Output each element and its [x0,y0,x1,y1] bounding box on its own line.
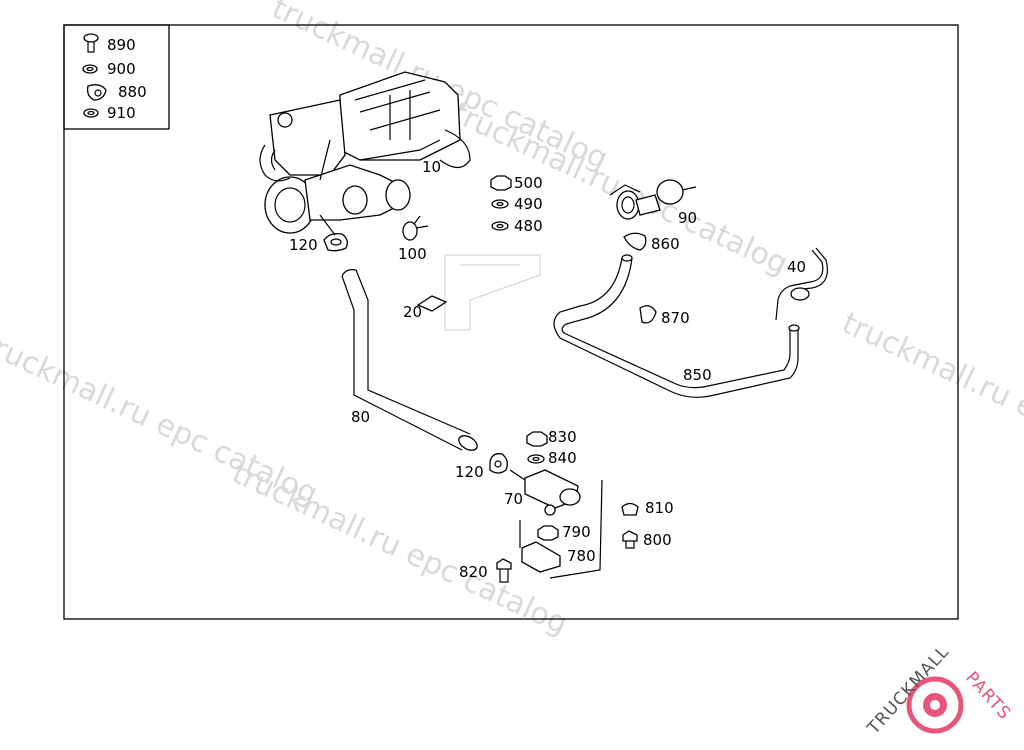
part-label-90: 90 [678,209,697,227]
screw-icon [83,33,99,53]
dosing-pump-icon [509,469,581,516]
part-label-480: 480 [514,217,543,235]
rubber-mount-icon [621,502,639,516]
valve-icon [402,215,429,241]
watermark-text: truckmall.ru epc catalog [837,306,1024,492]
pipe-40-icon [775,247,828,321]
spring-washer-icon [491,199,509,209]
logo-text-accent: PARTS [961,668,1014,724]
nut-icon [526,431,548,447]
part-label-40: 40 [787,258,806,276]
hose-850-icon [553,254,800,398]
part-label-70: 70 [504,490,523,508]
ring-icon [83,108,99,118]
washer-icon [82,64,98,74]
diagram-frame [63,24,959,620]
part-label-860: 860 [651,235,680,253]
part-label-80: 80 [351,408,370,426]
bolt-icon [496,558,512,583]
watermark-layer: truckmall.ru epc catalog truckmall.ru ep… [0,0,1024,642]
part-label-800: 800 [643,531,672,549]
washer-icon [527,454,545,464]
truckmall-logo: TRUCKMALL PARTS [863,642,1014,739]
logo-text-dark: TRUCKMALL [863,642,953,739]
clip-icon [639,305,657,324]
watermark-text: truckmall.ru epc catalog [227,456,573,642]
hose-clamp-icon [623,232,647,251]
heater-assembly [259,71,471,234]
bolt-icon [622,530,638,549]
part-label-120: 120 [289,236,318,254]
part-label-850: 850 [683,366,712,384]
part-label-780: 780 [567,547,596,565]
part-label-10: 10 [422,158,441,176]
gasket-icon [416,295,448,312]
nut-icon [490,175,512,191]
clip-icon [86,84,107,101]
legend-label: 910 [107,104,136,122]
ghost-bracket [444,254,541,331]
legend-box: 890 900 880 910 [63,24,170,130]
part-label-830: 830 [548,428,577,446]
part-label-810: 810 [645,499,674,517]
washer-icon [491,221,509,231]
part-label-20: 20 [403,303,422,321]
part-label-870: 870 [661,309,690,327]
part-label-120: 120 [455,463,484,481]
nut-icon [537,525,559,541]
part-label-790: 790 [562,523,591,541]
shutoff-valve-icon [609,179,697,220]
legend-label: 900 [107,60,136,78]
hose-clamp-icon [489,453,508,474]
legend-label: 880 [118,83,147,101]
part-label-100: 100 [398,245,427,263]
part-label-490: 490 [514,195,543,213]
legend-label: 890 [107,36,136,54]
part-label-840: 840 [548,449,577,467]
part-label-820: 820 [459,563,488,581]
bracket-icon [519,479,603,579]
hose-clamp-icon [319,214,348,252]
hose-80-icon [341,269,478,451]
part-label-500: 500 [514,174,543,192]
